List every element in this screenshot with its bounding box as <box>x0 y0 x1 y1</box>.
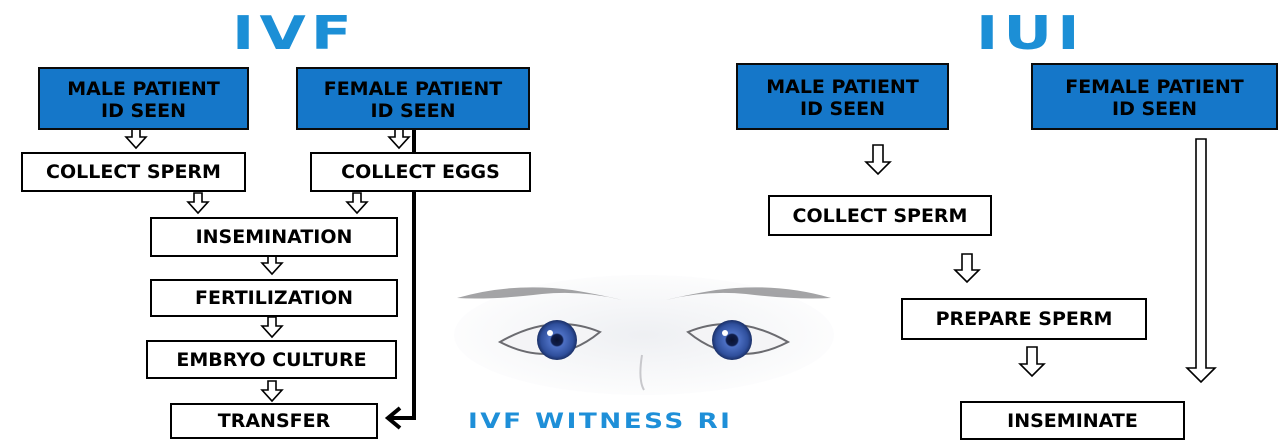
iui-arrow-collect-to-prepare <box>955 254 979 282</box>
iui-male-patient-box: MALE PATIENT ID SEEN <box>736 63 949 130</box>
arrow-embryo-to-transfer <box>262 381 282 401</box>
arrow-collect-eggs-to-insemination <box>347 193 367 213</box>
ivf-male-patient-label: MALE PATIENT ID SEEN <box>67 78 220 122</box>
iui-inseminate-label: INSEMINATE <box>1007 410 1138 432</box>
ivf-collect-sperm-box: COLLECT SPERM <box>21 152 246 192</box>
ivf-fertilization-label: FERTILIZATION <box>195 287 353 309</box>
iui-female-patient-box: FEMALE PATIENT ID SEEN <box>1031 63 1278 130</box>
ivf-witness-logo-text: IVF WITNESS RI <box>468 409 931 434</box>
arrow-collect-sperm-to-insemination <box>188 193 208 213</box>
ivf-male-patient-box: MALE PATIENT ID SEEN <box>38 67 249 130</box>
ivf-embryo-culture-box: EMBRYO CULTURE <box>146 340 397 379</box>
arrow-insemination-to-fertilization <box>262 254 282 274</box>
ivf-fertilization-box: FERTILIZATION <box>150 279 398 317</box>
iui-prepare-sperm-label: PREPARE SPERM <box>936 308 1113 330</box>
iui-arrow-prepare-to-inseminate <box>1020 347 1044 376</box>
iui-arrow-female-to-inseminate <box>1187 139 1215 382</box>
iui-arrow-male-to-collect <box>866 145 890 174</box>
ivf-embryo-culture-label: EMBRYO CULTURE <box>176 349 366 371</box>
ivf-collect-eggs-box: COLLECT EGGS <box>310 152 531 192</box>
iui-prepare-sperm-box: PREPARE SPERM <box>901 298 1147 340</box>
arrow-male-to-collect-sperm <box>126 128 146 148</box>
ivf-collect-sperm-label: COLLECT SPERM <box>46 161 221 183</box>
iui-female-patient-label: FEMALE PATIENT ID SEEN <box>1065 76 1244 120</box>
iui-collect-sperm-label: COLLECT SPERM <box>793 205 968 227</box>
ivf-transfer-label: TRANSFER <box>218 410 330 432</box>
ivf-insemination-label: INSEMINATION <box>196 226 353 248</box>
ivf-insemination-box: INSEMINATION <box>150 217 398 257</box>
iui-inseminate-box: INSEMINATE <box>960 401 1185 440</box>
ivf-collect-eggs-label: COLLECT EGGS <box>341 161 500 183</box>
iui-collect-sperm-box: COLLECT SPERM <box>768 195 992 236</box>
arrow-fertilization-to-embryo <box>262 317 282 337</box>
iui-male-patient-label: MALE PATIENT ID SEEN <box>766 76 919 120</box>
arrow-female-to-collect-eggs <box>389 128 409 148</box>
ivf-female-patient-label: FEMALE PATIENT ID SEEN <box>324 78 503 122</box>
eyes-illustration <box>452 260 836 400</box>
ivf-female-patient-box: FEMALE PATIENT ID SEEN <box>296 67 530 130</box>
